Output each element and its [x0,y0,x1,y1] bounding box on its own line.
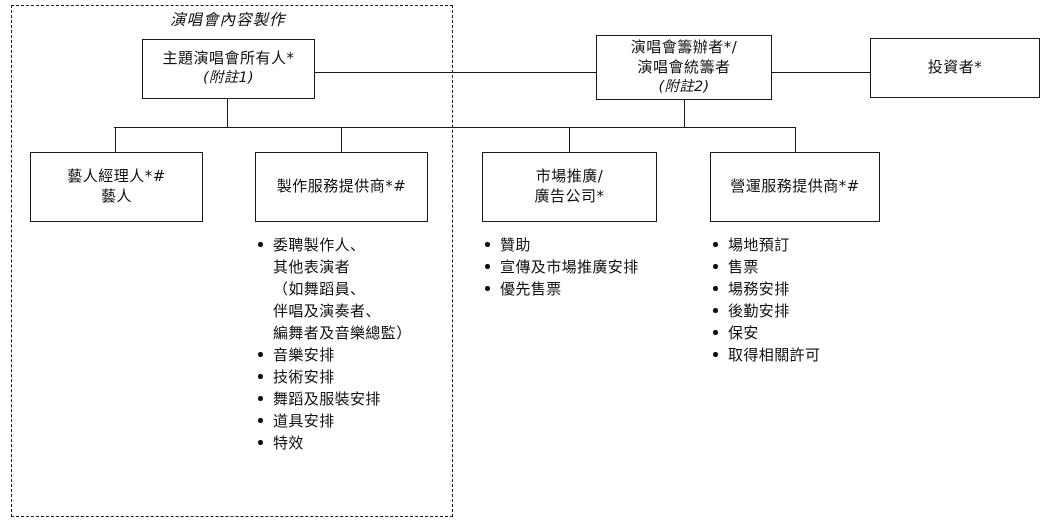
connector-organizer-to-investor [772,72,870,73]
bullet-list-operations: 場地預訂 售票 場務安排 後勤安排 保安 取得相關許可 [710,234,910,366]
node-organizer-line1: 演唱會籌辦者*/ [630,37,738,56]
node-theme-concert-owner[interactable]: 主題演唱會所有人* (附註1) [142,39,315,99]
node-artist-manager-line1: 藝人經理人*# [67,167,166,186]
list-item: 場務安排 [710,278,910,300]
node-investor[interactable]: 投資者* [870,38,1040,98]
bullet-list-production: 委聘製作人、 其他表演者 （如舞蹈員、 伴唱及演奏者、 編舞者及音樂總監） 音樂… [255,234,445,454]
node-investor-line1: 投資者* [927,58,983,77]
node-artist-manager[interactable]: 藝人經理人*# 藝人 [30,152,203,222]
node-artist-manager-line2: 藝人 [100,187,132,205]
connector-owner-to-organizer [315,72,596,73]
node-marketing-line1: 市場推廣/ [535,167,604,186]
list-item: 優先售票 [482,278,682,300]
connector-drop-artist-manager [115,127,116,152]
content-production-group-label: 演唱會內容製作 [170,11,286,29]
list-item: 取得相關許可 [710,344,910,366]
list-item: 音樂安排 [255,344,445,366]
node-owner-line1: 主題演唱會所有人* [162,49,295,68]
node-organizer-line2: 演唱會統籌者 [637,57,731,76]
connector-organizer-drop [684,100,685,128]
list-item: 保安 [710,322,910,344]
node-marketing-advertising-company[interactable]: 市場推廣/ 廣告公司* [482,152,657,222]
connector-bus-horizontal [114,127,796,128]
node-owner-note: (附註1) [202,70,255,87]
connector-drop-operations-provider [795,127,796,152]
list-item: 道具安排 [255,410,445,432]
list-item: 特效 [255,432,445,454]
node-marketing-line2: 廣告公司* [534,187,605,205]
list-item: 宣傳及市場推廣安排 [482,256,682,278]
list-item: 贊助 [482,234,682,256]
node-operations-service-provider[interactable]: 營運服務提供商*# [710,152,880,222]
list-item: 委聘製作人、 其他表演者 （如舞蹈員、 伴唱及演奏者、 編舞者及音樂總監） [255,234,445,344]
connector-drop-marketing-company [569,127,570,152]
content-production-group-boundary [11,5,453,517]
node-operations-provider-line1: 營運服務提供商*# [730,177,860,196]
list-item: 場地預訂 [710,234,910,256]
list-item: 技術安排 [255,366,445,388]
bullet-list-marketing: 贊助 宣傳及市場推廣安排 優先售票 [482,234,682,300]
connector-owner-drop [227,99,228,128]
list-item: 售票 [710,256,910,278]
node-concert-organizer[interactable]: 演唱會籌辦者*/ 演唱會統籌者 (附註2) [596,35,772,100]
node-organizer-note: (附註2) [658,78,710,95]
connector-drop-production-provider [341,127,342,152]
list-item: 後勤安排 [710,300,910,322]
node-production-service-provider[interactable]: 製作服務提供商*# [255,152,428,222]
node-production-provider-line1: 製作服務提供商*# [276,177,407,196]
list-item: 舞蹈及服裝安排 [255,388,445,410]
